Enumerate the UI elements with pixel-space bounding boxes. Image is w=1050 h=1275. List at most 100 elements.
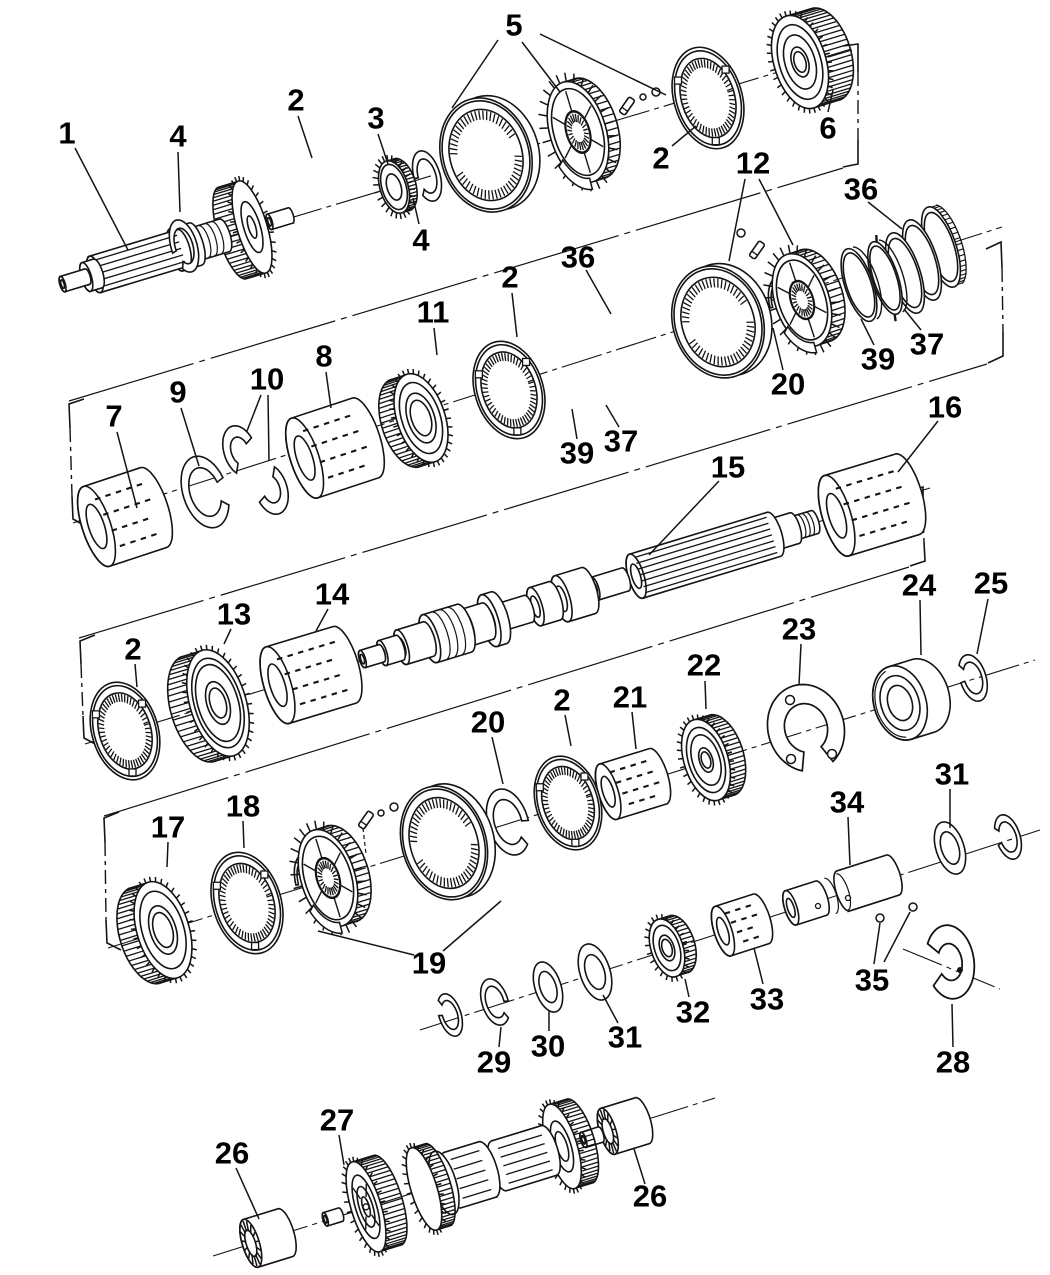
callout-18-35: 18: [226, 789, 260, 824]
detent-pin-19: [357, 802, 399, 855]
balls-35: [875, 902, 918, 923]
callout-2-24: 2: [124, 632, 141, 667]
snap-ring-4a: [168, 219, 200, 273]
needle-bearing-14: [259, 625, 363, 725]
input-shaft-assembly: [58, 7, 855, 294]
separator-1: [68, 167, 844, 402]
synchro-sleeve-5: [438, 94, 541, 213]
detent-pin-5: [618, 87, 661, 116]
callout-17-34: 17: [151, 810, 185, 845]
gear-11: [377, 368, 454, 469]
synchro-ring-2c: [472, 340, 546, 440]
callout-39-20: 39: [861, 342, 895, 377]
callout-32-40: 32: [676, 995, 710, 1030]
callout-24-27: 24: [902, 568, 937, 603]
fork-28: [926, 924, 976, 1000]
callout-2-15: 2: [501, 260, 518, 295]
callout-1-0: 1: [58, 116, 75, 151]
callout-14-26: 14: [315, 577, 350, 612]
bracket-left-4: [103, 811, 122, 951]
input-shaft-1: [58, 175, 296, 294]
callout-3-3: 3: [367, 101, 384, 136]
bearing-26b: [596, 1096, 654, 1156]
half-washer-10b: [258, 465, 289, 516]
callout-20-19: 20: [771, 367, 805, 402]
callout-21-31: 21: [613, 680, 647, 715]
callout-9-11: 9: [169, 375, 186, 410]
retainer-clip-23: [766, 683, 846, 772]
needle-bearing-16: [817, 452, 927, 558]
bracket-right-2: [985, 240, 1004, 364]
callout-30-38: 30: [531, 1029, 565, 1064]
callout-19-36: 19: [412, 946, 446, 981]
callout-27-47: 27: [320, 1103, 354, 1138]
leader-lines: [74, 33, 989, 1220]
callout-13-25: 13: [217, 597, 251, 632]
half-washer-10a: [222, 424, 253, 475]
callout-2-6: 2: [652, 141, 669, 176]
counter-shaft-assembly: [238, 1096, 654, 1269]
callout-2-2: 2: [287, 83, 304, 118]
synchro-ring-2b: [671, 46, 745, 150]
synchro-ring-18: [210, 851, 284, 955]
slider-hub-3: [372, 154, 419, 220]
snap-ring-9: [180, 455, 230, 529]
needle-bearing-8: [284, 396, 386, 500]
callout-33-41: 33: [750, 982, 784, 1017]
callout-22-30: 22: [687, 648, 721, 683]
snap-ring-29x: [437, 992, 464, 1038]
second-gear-train: [76, 204, 967, 568]
bearing-26a: [238, 1207, 298, 1269]
callout-35-44: 35: [855, 963, 889, 998]
callout-37-18: 37: [604, 424, 638, 459]
bracket-right-1: [842, 43, 859, 168]
callout-6-7: 6: [819, 111, 836, 146]
output-shaft-15: [357, 509, 821, 669]
callout-15-23: 15: [711, 450, 745, 485]
detent-pin-12: [736, 228, 766, 260]
callout-31-39: 31: [608, 1020, 642, 1055]
synchro-sleeve-12: [670, 262, 773, 379]
callout-7-10: 7: [105, 399, 122, 434]
callout-8-13: 8: [315, 339, 332, 374]
needle-bearing-21: [594, 747, 672, 821]
callout-31-43: 31: [935, 757, 969, 792]
separator-2: [78, 363, 988, 639]
callout-23-29: 23: [782, 612, 816, 647]
gear-22: [676, 713, 747, 806]
callout-2-32: 2: [553, 683, 570, 718]
callout-5-5: 5: [505, 8, 522, 43]
callout-4-4: 4: [412, 223, 430, 258]
callout-39-17: 39: [560, 436, 594, 471]
reverse-idler-assembly: [437, 813, 1023, 1038]
callout-26-46: 26: [215, 1136, 249, 1171]
callout-34-42: 34: [830, 785, 865, 820]
synchro-ring-2d: [89, 681, 161, 781]
callout-29-37: 29: [477, 1045, 511, 1080]
snap-ring-25: [958, 654, 989, 703]
gear-13: [166, 644, 255, 763]
callout-37-21: 37: [910, 327, 944, 362]
callout-26-48: 26: [633, 1179, 667, 1214]
ring-stack-36b: [884, 204, 967, 314]
idler-shaft-34: [781, 854, 903, 926]
fork-axis: [902, 948, 1001, 990]
synchro-hub-19: [289, 820, 372, 936]
synchro-ring-2e: [533, 755, 603, 851]
gear-17: [116, 876, 197, 985]
snap-ring-right: [993, 813, 1023, 861]
ball-bearing-24: [871, 658, 952, 741]
synchro-sleeve-19: [399, 783, 497, 901]
callout-28-45: 28: [936, 1045, 970, 1080]
snap-ring-29: [479, 977, 510, 1026]
callout-36-16: 36: [561, 240, 595, 275]
washer-31a: [577, 943, 613, 1001]
callout-16-22: 16: [928, 390, 962, 425]
bracket-left-3: [79, 634, 98, 746]
synchro-hub-5: [538, 72, 621, 192]
washer-30: [532, 961, 564, 1013]
callout-10-12: 10: [250, 362, 284, 397]
washer-31b: [933, 821, 967, 875]
